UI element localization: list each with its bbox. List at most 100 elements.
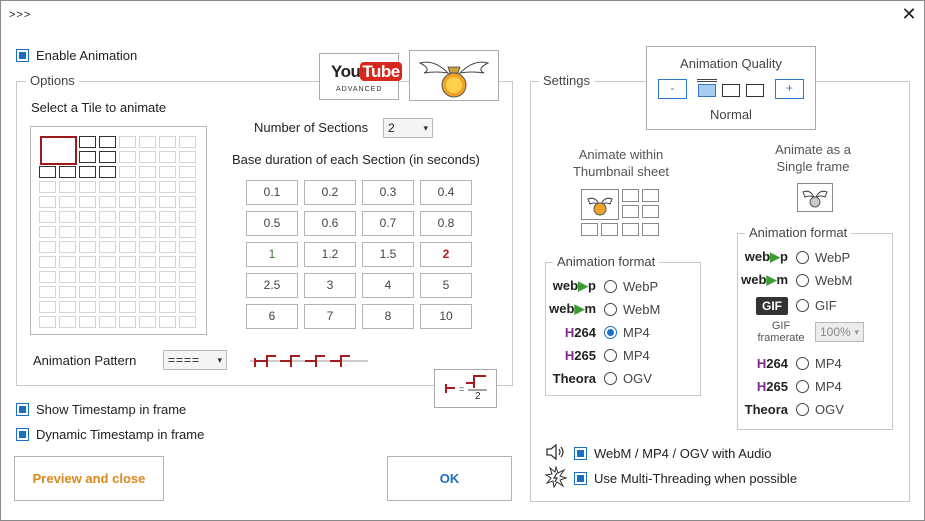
tile[interactable] — [119, 181, 136, 193]
radio-button[interactable] — [796, 356, 809, 370]
tile[interactable] — [99, 226, 116, 238]
checkbox-icon[interactable] — [16, 49, 29, 62]
tile[interactable] — [99, 181, 116, 193]
tile[interactable] — [139, 301, 156, 313]
tile[interactable] — [119, 151, 136, 163]
tile[interactable] — [139, 136, 156, 148]
quality-level-2[interactable] — [722, 84, 740, 97]
duration-button[interactable]: 2.5 — [246, 273, 298, 298]
tile[interactable] — [39, 271, 56, 283]
tile[interactable] — [139, 286, 156, 298]
ok-button[interactable]: OK — [387, 456, 512, 501]
radio-button[interactable] — [604, 302, 617, 316]
tile[interactable] — [159, 256, 176, 268]
tile[interactable] — [99, 166, 116, 178]
tile[interactable] — [119, 211, 136, 223]
duration-button[interactable]: 0.6 — [304, 211, 356, 236]
tile[interactable] — [79, 181, 96, 193]
tile[interactable] — [79, 301, 96, 313]
tile[interactable] — [179, 166, 196, 178]
tile[interactable] — [159, 301, 176, 313]
single-frame-icon[interactable] — [797, 183, 833, 212]
tile[interactable] — [39, 226, 56, 238]
radio-button[interactable] — [796, 273, 809, 287]
radio-button[interactable] — [796, 379, 809, 393]
tile[interactable] — [99, 256, 116, 268]
tile[interactable] — [159, 241, 176, 253]
tile[interactable] — [39, 316, 56, 328]
tile[interactable] — [179, 211, 196, 223]
tile[interactable] — [159, 136, 176, 148]
tile[interactable] — [59, 211, 76, 223]
tile[interactable] — [99, 196, 116, 208]
tile[interactable] — [139, 241, 156, 253]
tile[interactable] — [159, 286, 176, 298]
tile[interactable] — [119, 301, 136, 313]
tile[interactable] — [39, 241, 56, 253]
tile[interactable] — [59, 301, 76, 313]
tile[interactable] — [59, 196, 76, 208]
duration-button[interactable]: 0.4 — [420, 180, 472, 205]
preview-and-close-button[interactable]: Preview and close — [14, 456, 164, 501]
tile[interactable] — [139, 181, 156, 193]
radio-button[interactable] — [604, 279, 617, 293]
tile[interactable] — [79, 196, 96, 208]
tile[interactable] — [79, 136, 96, 148]
tile[interactable] — [79, 226, 96, 238]
tile[interactable] — [99, 271, 116, 283]
multithread-checkbox[interactable]: Use Multi-Threading when possible — [574, 471, 797, 486]
tile[interactable] — [179, 271, 196, 283]
tile[interactable] — [79, 286, 96, 298]
tile[interactable] — [139, 211, 156, 223]
tile[interactable] — [79, 256, 96, 268]
within-sheet-icon[interactable] — [581, 189, 661, 237]
tile[interactable] — [39, 286, 56, 298]
tile[interactable] — [59, 286, 76, 298]
tile[interactable] — [79, 241, 96, 253]
tile[interactable] — [59, 226, 76, 238]
duration-button[interactable]: 1.5 — [362, 242, 414, 267]
tile[interactable] — [99, 316, 116, 328]
tile[interactable] — [99, 151, 116, 163]
tile[interactable] — [99, 301, 116, 313]
tile[interactable] — [179, 241, 196, 253]
tile[interactable] — [59, 256, 76, 268]
radio-button[interactable] — [604, 348, 617, 362]
tile[interactable] — [159, 196, 176, 208]
duration-button[interactable]: 1 — [246, 242, 298, 267]
tile[interactable] — [79, 166, 96, 178]
tile[interactable] — [179, 226, 196, 238]
quality-minus-button[interactable]: - — [658, 79, 687, 99]
duration-button[interactable]: 1.2 — [304, 242, 356, 267]
tile[interactable] — [159, 226, 176, 238]
checkbox-icon[interactable] — [574, 447, 587, 460]
tile[interactable] — [159, 151, 176, 163]
tile[interactable] — [139, 226, 156, 238]
duration-button[interactable]: 4 — [362, 273, 414, 298]
tile[interactable] — [179, 286, 196, 298]
tile[interactable] — [159, 211, 176, 223]
show-timestamp-checkbox[interactable]: Show Timestamp in frame — [16, 402, 186, 417]
tile-grid[interactable] — [30, 126, 207, 335]
tile[interactable] — [119, 241, 136, 253]
duration-button[interactable]: 6 — [246, 304, 298, 329]
tile[interactable] — [159, 181, 176, 193]
tile[interactable] — [119, 226, 136, 238]
tile[interactable] — [119, 271, 136, 283]
checkbox-icon[interactable] — [574, 472, 587, 485]
duration-button[interactable]: 10 — [420, 304, 472, 329]
tile[interactable] — [79, 316, 96, 328]
tile[interactable] — [159, 166, 176, 178]
tile[interactable] — [39, 256, 56, 268]
quality-plus-button[interactable]: + — [775, 79, 804, 99]
tile[interactable] — [179, 301, 196, 313]
tile[interactable] — [119, 316, 136, 328]
duration-button[interactable]: 0.1 — [246, 180, 298, 205]
duration-button[interactable]: 0.2 — [304, 180, 356, 205]
